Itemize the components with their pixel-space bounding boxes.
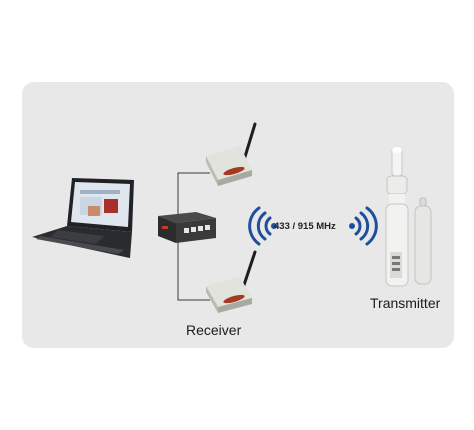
network-switch-icon (158, 212, 216, 243)
receiver-device-icon (206, 250, 257, 313)
wireless-waves-icon (248, 206, 277, 246)
connection-lines (177, 172, 210, 301)
frequency-label: 433 / 915 MHz (274, 221, 336, 232)
receiver-device-icon (206, 122, 257, 186)
transmitter-label: Transmitter (370, 295, 441, 311)
line-to-receiver-top (177, 172, 210, 224)
laptop-icon (32, 178, 134, 258)
receiver-label: Receiver (186, 322, 242, 338)
line-to-receiver-bottom (177, 238, 210, 301)
wireless-waves-icon (349, 206, 378, 246)
transmitter-probe-icon (385, 147, 432, 287)
